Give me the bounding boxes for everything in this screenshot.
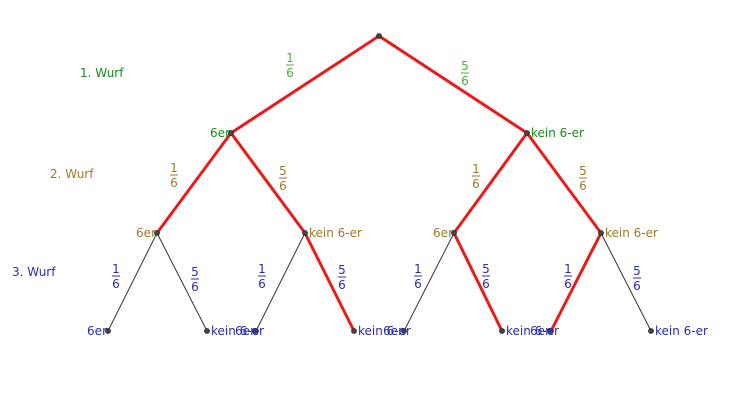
probability-numerator: 5 xyxy=(482,262,490,276)
probability-denominator: 6 xyxy=(482,277,490,291)
node-label-2-2: kein 6-er xyxy=(605,226,658,240)
probability-denominator: 6 xyxy=(472,177,480,191)
probability-label-1-2-1: 16 xyxy=(258,262,266,291)
branch-2-1-2-highlighted xyxy=(452,231,504,333)
probability-label-2-2-1: 16 xyxy=(564,262,572,291)
probability-denominator: 6 xyxy=(338,278,346,292)
node-1-1-1 xyxy=(105,328,111,334)
probability-label-1-2: 56 xyxy=(279,164,287,193)
branch-1-2-1 xyxy=(255,232,306,332)
node-1-2 xyxy=(302,230,308,236)
node-2-1-2 xyxy=(499,328,505,334)
probability-denominator: 6 xyxy=(414,277,422,291)
level-label-2: 2. Wurf xyxy=(50,167,94,181)
probability-numerator: 1 xyxy=(286,51,294,65)
root-node xyxy=(376,33,382,39)
node-2-1-1 xyxy=(401,328,407,334)
node-2-2 xyxy=(598,230,604,236)
node-label-1-1-1: 6er xyxy=(87,324,107,338)
level-labels: 1. Wurf 2. Wurf 3. Wurf xyxy=(12,66,124,279)
branch-1-1-1 xyxy=(107,232,158,332)
node-label-2-1: 6er xyxy=(433,226,453,240)
node-1-1 xyxy=(154,230,160,236)
probability-denominator: 6 xyxy=(279,179,287,193)
node-2 xyxy=(524,130,530,136)
probability-label-2: 56 xyxy=(461,59,469,88)
node-label-1: 6er xyxy=(210,126,230,140)
branch-2-1-highlighted xyxy=(452,131,529,235)
node-label-1-2: kein 6-er xyxy=(309,226,362,240)
branch-2-2-2 xyxy=(600,232,652,332)
probability-denominator: 6 xyxy=(461,74,469,88)
probability-label-1-1: 16 xyxy=(170,161,178,190)
node-2-2-2 xyxy=(648,328,654,334)
probability-numerator: 5 xyxy=(633,264,641,278)
probability-denominator: 6 xyxy=(633,279,641,293)
probability-numerator: 5 xyxy=(279,164,287,178)
node-1-2-2 xyxy=(351,328,357,334)
probability-numerator: 5 xyxy=(461,59,469,73)
branch-2-highlighted xyxy=(377,34,529,135)
level-label-3: 3. Wurf xyxy=(12,265,56,279)
branch-2-2-highlighted xyxy=(525,131,603,235)
node-2-1 xyxy=(451,230,457,236)
probability-label-2-2-2: 56 xyxy=(633,264,641,293)
probability-denominator: 6 xyxy=(579,179,587,193)
node-label-2-2-2: kein 6-er xyxy=(655,324,708,338)
probability-denominator: 6 xyxy=(258,277,266,291)
branch-2-2-1-highlighted xyxy=(549,231,603,333)
node-label-2: kein 6-er xyxy=(531,126,584,140)
node-1-2-1 xyxy=(253,328,259,334)
level-label-1: 1. Wurf xyxy=(80,66,124,80)
probability-numerator: 5 xyxy=(579,164,587,178)
probability-numerator: 1 xyxy=(258,262,266,276)
probability-numerator: 1 xyxy=(170,161,178,175)
branch-2-1-1 xyxy=(403,232,455,332)
probability-label-1-2-2: 56 xyxy=(338,263,346,292)
node-label-2-2-1: 6er xyxy=(530,324,550,338)
probability-numerator: 1 xyxy=(472,162,480,176)
tree-edges xyxy=(107,34,652,333)
probability-label-2-1-1: 16 xyxy=(414,262,422,291)
branch-1-1-highlighted xyxy=(155,131,233,235)
probability-label-2-1-2: 56 xyxy=(482,262,490,291)
probability-numerator: 5 xyxy=(191,265,199,279)
probability-label-2-2: 56 xyxy=(579,164,587,193)
node-2-2-1 xyxy=(548,328,554,334)
tree-nodes xyxy=(105,33,654,334)
probability-label-2-1: 16 xyxy=(472,162,480,191)
branch-1-2-highlighted xyxy=(229,131,307,235)
probability-denominator: 6 xyxy=(286,66,294,80)
probability-denominator: 6 xyxy=(191,280,199,294)
node-label-2-1-1: 6er xyxy=(383,324,403,338)
probability-denominator: 6 xyxy=(170,176,178,190)
branch-1-2-2-highlighted xyxy=(303,231,356,333)
probability-numerator: 5 xyxy=(338,263,346,277)
probability-numerator: 1 xyxy=(414,262,422,276)
branch-1-highlighted xyxy=(229,34,381,135)
node-1 xyxy=(228,130,234,136)
node-label-1-1: 6er xyxy=(136,226,156,240)
node-label-1-2-2: kein 6-er xyxy=(358,324,411,338)
probability-label-1-1-2: 56 xyxy=(191,265,199,294)
probability-label-1-1-1: 16 xyxy=(112,262,120,291)
node-label-1-2-1: 6er xyxy=(235,324,255,338)
node-label-2-1-2: kein 6-er xyxy=(506,324,559,338)
probability-numerator: 1 xyxy=(564,262,572,276)
branch-1-1-2 xyxy=(156,232,208,332)
probability-denominator: 6 xyxy=(112,277,120,291)
probability-numerator: 1 xyxy=(112,262,120,276)
probability-label-1: 16 xyxy=(286,51,294,80)
node-1-1-2 xyxy=(204,328,210,334)
node-label-1-1-2: kein 6-er xyxy=(211,324,264,338)
probability-denominator: 6 xyxy=(564,277,572,291)
